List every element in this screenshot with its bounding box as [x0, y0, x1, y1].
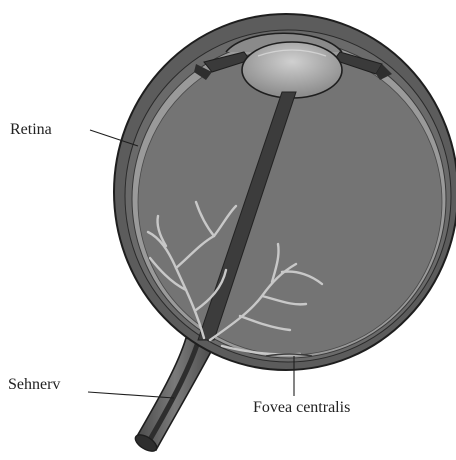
fovea-label: Fovea centralis [253, 400, 350, 416]
optic-nerve-label: Sehnerv [8, 377, 60, 393]
retina-label: Retina [10, 122, 52, 138]
